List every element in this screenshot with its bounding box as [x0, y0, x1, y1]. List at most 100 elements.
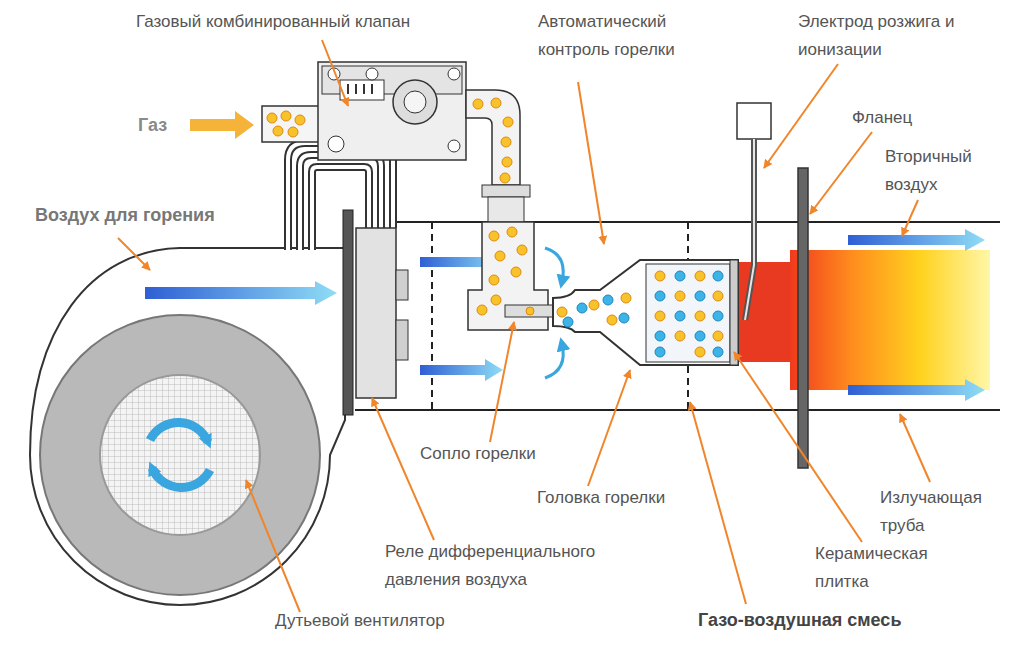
gas-particle [713, 331, 723, 341]
leader-line [322, 40, 348, 106]
gas-particle [495, 251, 505, 261]
leader-line [764, 64, 838, 168]
fan-ring [40, 315, 320, 595]
valve-connector [340, 80, 384, 100]
rotation-arrow [152, 468, 210, 488]
gas-particle [500, 173, 510, 183]
gas-inlet-pipe [262, 106, 320, 142]
air-particle [577, 303, 587, 313]
part-label: Керамическая плитка [815, 540, 950, 596]
gas-particle [489, 275, 499, 285]
part-label: Фланец [852, 104, 952, 132]
gas-particle [288, 127, 298, 137]
screw [448, 68, 460, 80]
screw [366, 68, 378, 80]
relay-flange [343, 210, 353, 415]
leader-line [900, 414, 930, 482]
air-particle [563, 317, 573, 327]
gas-particle [695, 271, 705, 281]
relay-connector [396, 320, 408, 360]
part-label: Газовый комбинированный клапан [88, 8, 458, 36]
pipe-fitting [488, 197, 524, 222]
leader-line [902, 200, 918, 236]
gas-particle [473, 99, 483, 109]
air-particle [695, 291, 705, 301]
leader-line [734, 352, 862, 542]
gas-particle [491, 295, 501, 305]
connector-pins [348, 84, 372, 94]
air-particle [603, 295, 613, 305]
air-flow-arrow [545, 344, 563, 378]
air-particle [655, 291, 665, 301]
gas-particle [507, 227, 517, 237]
gas-particle [655, 311, 665, 321]
gas-particle [675, 291, 685, 301]
gas-particle [273, 126, 283, 136]
gas-valve [318, 62, 466, 160]
leader-line [578, 82, 604, 244]
flame [790, 250, 990, 390]
gas-particle [502, 157, 512, 167]
valve-knob [404, 91, 426, 113]
part-label: Электрод розжига и ионизации [798, 8, 1013, 64]
leader-line [246, 480, 300, 612]
secondary-air-arrow [848, 229, 985, 251]
part-label: Дутьевой вентилятор [275, 607, 525, 635]
part-label: Сопло горелки [420, 440, 580, 468]
gas-particle [517, 245, 527, 255]
gas-particle [526, 307, 534, 315]
gas-particle [489, 231, 499, 241]
part-label: Газ [138, 111, 198, 139]
leader-line [372, 398, 434, 540]
relay-connector [396, 270, 408, 300]
part-label: Газо-воздушная смесь [698, 606, 988, 634]
gas-particles [267, 98, 723, 357]
gas-particle [621, 293, 631, 303]
air-particle [713, 311, 723, 321]
air-particle [713, 347, 723, 357]
gas-particle [503, 117, 513, 127]
gas-particle [607, 315, 617, 325]
tube-wall [355, 409, 1000, 411]
part-label: Автоматический контроль горелки [538, 8, 713, 64]
gas-particle [695, 311, 705, 321]
gas-particle [501, 137, 511, 147]
gas-particle [589, 300, 599, 310]
air-particle [655, 347, 665, 357]
leader-line [690, 402, 746, 604]
part-label: Вторичный воздух [885, 143, 997, 199]
gas-particle [281, 111, 291, 121]
section-line [431, 222, 433, 410]
gas-particle [477, 305, 487, 315]
flange [798, 168, 808, 468]
ceramic-tile [730, 260, 738, 365]
gas-particle [267, 113, 277, 123]
part-label: Реле дифференциального давления воздуха [385, 538, 625, 594]
air-particle [619, 313, 629, 323]
gas-particle [511, 267, 521, 277]
fan-grille [100, 375, 260, 535]
gas-particle [295, 115, 305, 125]
gas-particle [695, 347, 705, 357]
air-particle [675, 311, 685, 321]
part-label: Воздух для горения [35, 201, 275, 229]
gas-particle [557, 307, 567, 317]
mixing-chamber [646, 264, 730, 362]
gas-particle [491, 98, 501, 108]
screw [328, 136, 344, 152]
air-arrow [145, 281, 337, 305]
gas-arrow [190, 111, 254, 139]
air-particle [675, 271, 685, 281]
electrode-rod [745, 139, 754, 320]
fan-housing [30, 248, 345, 605]
air-particle [655, 331, 665, 341]
burner-head [553, 260, 738, 365]
gas-pipe [466, 90, 520, 185]
air-particle [695, 331, 705, 341]
gas-particle [713, 291, 723, 301]
air-arrow [420, 359, 503, 381]
air-particles [563, 271, 723, 357]
pressure-relay [356, 228, 396, 398]
gas-particle [675, 331, 685, 341]
